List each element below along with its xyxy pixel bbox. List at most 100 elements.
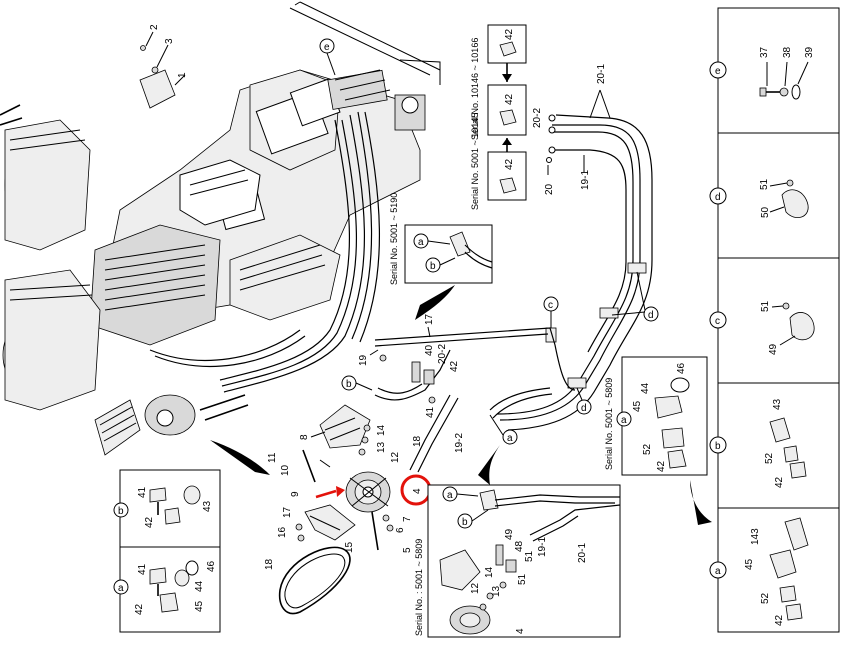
inset-bl-callout-42-a: 42 [134,603,145,615]
ref-letter-a-main: a [507,433,513,444]
inset-bottom-center: a b 49 48 51 19-1 20-1 51 14 13 12 4 Ser… [414,484,621,638]
inset-bl-callout-42-b: 42 [144,516,155,528]
panel-a-callout-42: 42 [774,614,785,626]
inset-bc-callout-4: 4 [515,628,526,634]
callout-7: 7 [402,516,413,522]
panel-a-callout-45: 45 [744,558,755,570]
callout-42-mid: 42 [504,93,515,105]
callout-15: 15 [344,541,355,553]
panel-b-callout-43: 43 [772,398,783,410]
inset-bl-callout-41-a: 41 [137,563,148,575]
inset-serial-5190: a b Serial No. 5001 ~ 5190 [389,193,493,285]
inset-bc-callout-12: 12 [470,582,481,594]
inset-bc-callout-14: 14 [484,566,495,578]
callout-17: 17 [282,506,293,518]
callout-48: 40 [424,344,435,356]
panel-d-callout-50: 50 [760,206,771,218]
panel-c-callout-49: 49 [768,343,779,355]
highlight-arrow [315,489,337,499]
callout-5: 5 [402,547,413,553]
panel-d-callout-51: 51 [759,178,770,190]
variant-box-mid [487,84,527,136]
hose-runs: 20-1 20-2 20 19-1 d d c a [489,64,659,445]
callout-42-hose: 20-2 [532,108,543,128]
pump-assembly: 8 14 13 12 15 16 17 5 6 7 11 10 [264,404,432,615]
ref-letter-c: c [548,300,553,311]
callout-19-2: 19 [358,354,369,366]
inset-bc-callout-51: 51 [517,573,528,585]
pointer-arrow-right [690,480,712,525]
callout-12: 12 [390,451,401,463]
serial-label-10146: Serial No. 10146 ~ 10166 [470,38,480,140]
inset-bc-callout-48: 49 [504,528,515,540]
engine-ref-e: e [319,38,336,76]
callout-19: 17 [424,313,435,325]
callout-19-1: 18 [412,435,423,447]
inset-bc-callout-49: 51 [524,550,535,562]
callout-6: 6 [395,527,406,533]
ref-letter-d-1: d [648,310,654,321]
inset-right-callout-45: 45 [632,400,643,412]
inset-bc-callout-13: 13 [491,585,502,597]
callout-18: 18 [264,558,275,570]
serial-variant-block: 42 42 42 Serial No. 10146 ~ 10166 Serial… [470,24,527,210]
panel-ref-c: c [715,316,720,327]
pipe-19-assembly: 17 19 b 40 20-2 42 41 18 19-2 [341,313,576,473]
inset-right-callout-42: 42 [656,460,667,472]
serial-label-inset-bottom: Serial No. : 5001 ~ 5809 [414,539,424,636]
ref-letter-d-2: d [581,403,587,414]
inset-bl-callout-46: 46 [206,560,217,572]
callout-42-fit: 20-2 [437,344,448,364]
inset-right-serial: a 44 46 45 52 42 Serial No. 5001 ~ 5809 [604,356,708,476]
inset-right-callout-44: 44 [640,382,651,394]
callout-9: 9 [290,491,301,497]
panel-ref-b: b [715,441,721,452]
ref-letter-e: e [324,42,330,53]
engine-assembly [0,1,441,456]
serial-label-inset-right: Serial No. 5001 ~ 5809 [604,378,614,470]
inset-bc-ref-b: b [462,517,468,528]
panel-e-callout-38: 38 [782,46,793,58]
parts-1-3: 1 2 3 [139,24,188,109]
panel-b-callout-42: 42 [774,476,785,488]
panel-ref-a: a [715,566,721,577]
inset-bottom-left: b a 41 42 43 41 42 44 45 46 [113,469,221,633]
panel-b-callout-52: 52 [764,452,775,464]
inset-bc-callout-19-1: 19-1 [537,537,548,557]
callout-14: 14 [376,424,387,436]
inset-right-callout-46: 46 [676,362,687,374]
panel-a-callout-143: 143 [750,528,761,545]
callout-42-bottom: 42 [504,158,515,170]
inset-right-ref-a: a [621,415,627,426]
pointer-arrow-left [210,440,270,475]
callout-142: 42 [449,360,460,372]
callout-16: 16 [277,526,288,538]
inset-right-callout-52: 52 [642,443,653,455]
callout-20-2: 20 [544,183,555,195]
ref-letter-b-main: b [346,379,352,390]
callout-4-highlighted: 4 [412,488,423,494]
inset-bc-callout-47: 48 [514,540,525,552]
callout-20-1: 19-2 [454,433,465,453]
callout-1: 1 [177,72,188,78]
callout-40: 20-1 [596,64,607,84]
inset-bl-callout-43: 43 [202,500,213,512]
inset-bl-callout-44: 44 [194,580,205,592]
callout-42-top: 42 [504,28,515,40]
callout-2: 2 [149,24,160,30]
right-column-panels: e 37 38 39 d 51 50 c 51 49 b 43 52 42 [709,7,840,633]
callout-3: 3 [164,38,175,44]
serial-label-5190: Serial No. 5001 ~ 5190 [389,193,399,285]
callout-8: 8 [299,434,310,440]
panel-a-callout-52: 52 [760,592,771,604]
pointer-arrow-center [478,445,500,485]
inset-bl-callout-41-b: 41 [137,486,148,498]
panel-c-callout-51: 51 [760,300,771,312]
inset-top-ref-b: b [430,261,436,272]
inset-bc-callout-20-1: 20-1 [577,543,588,563]
callout-13: 13 [376,441,387,453]
inset-bl-ref-a: a [118,583,124,594]
callout-10: 10 [280,464,291,476]
pointer-arrow-top [415,285,455,320]
